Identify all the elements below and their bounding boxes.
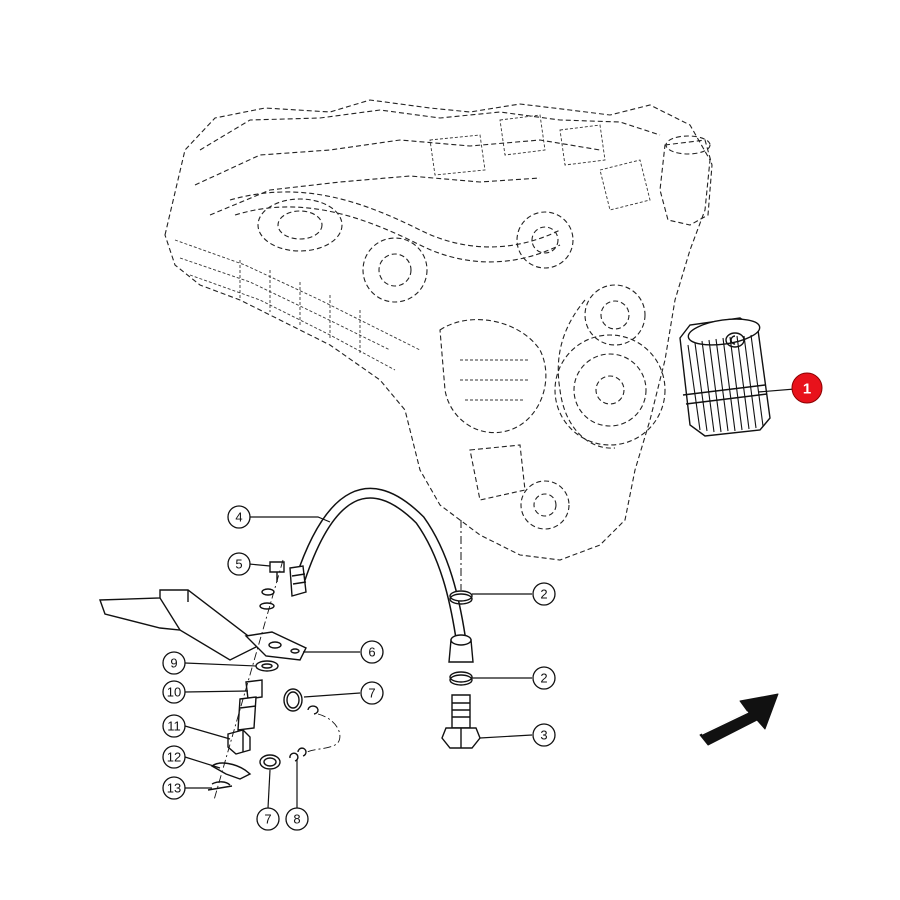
sealing-ring-lower <box>449 671 473 686</box>
callout-4-label: 4 <box>235 510 242 525</box>
sealing-ring-upper <box>449 590 473 605</box>
callout-1[interactable]: 1 <box>791 372 823 404</box>
flange-plate <box>244 631 307 661</box>
callout-2-upper-label: 2 <box>540 587 547 602</box>
washer <box>255 660 279 672</box>
callout-11-label: 11 <box>167 719 181 734</box>
callout-4[interactable]: 4 <box>227 505 251 529</box>
callout-8-label: 8 <box>293 812 300 827</box>
callout-13[interactable]: 13 <box>162 776 186 800</box>
callout-10[interactable]: 10 <box>162 680 186 704</box>
ring-link-line <box>304 713 341 754</box>
callout-7-lower[interactable]: 7 <box>256 807 280 831</box>
callout-7-upper[interactable]: 7 <box>360 681 384 705</box>
callout-12[interactable]: 12 <box>162 745 186 769</box>
callout-3[interactable]: 3 <box>532 723 556 747</box>
assembly-axis <box>213 559 284 801</box>
callout-2-upper[interactable]: 2 <box>532 582 556 606</box>
callout-5[interactable]: 5 <box>227 552 251 576</box>
forward-arrow-icon <box>699 693 779 746</box>
drain-hose <box>289 487 467 641</box>
callout-2-lower-label: 2 <box>540 671 547 686</box>
banjo-bolt <box>441 694 481 749</box>
hex-nut <box>227 729 251 755</box>
valve-body <box>237 679 263 731</box>
callout-9[interactable]: 9 <box>162 651 186 675</box>
clamp <box>207 781 233 791</box>
callout-9-label: 9 <box>170 656 177 671</box>
callout-5-label: 5 <box>235 557 242 572</box>
o-ring <box>283 688 303 712</box>
leader-lines <box>184 387 808 809</box>
snap-ring <box>289 705 319 762</box>
callout-1-label: 1 <box>803 381 811 398</box>
callout-8[interactable]: 8 <box>285 807 309 831</box>
callout-6[interactable]: 6 <box>360 640 384 664</box>
o-ring-lower <box>259 754 281 770</box>
screw <box>259 561 285 610</box>
callout-10-label: 10 <box>167 685 181 700</box>
engine-outline <box>164 99 713 561</box>
callout-2-lower[interactable]: 2 <box>532 666 556 690</box>
callout-13-label: 13 <box>167 781 181 796</box>
callout-6-label: 6 <box>368 645 375 660</box>
callout-7-upper-label: 7 <box>368 686 375 701</box>
oil-filter-icon <box>679 317 771 437</box>
banjo-fitting <box>448 634 474 663</box>
clip <box>210 762 252 780</box>
callout-3-label: 3 <box>540 728 547 743</box>
mounting-bracket <box>99 589 262 661</box>
callout-12-label: 12 <box>167 750 181 765</box>
callout-11[interactable]: 11 <box>162 714 186 738</box>
callout-7-lower-label: 7 <box>264 812 271 827</box>
